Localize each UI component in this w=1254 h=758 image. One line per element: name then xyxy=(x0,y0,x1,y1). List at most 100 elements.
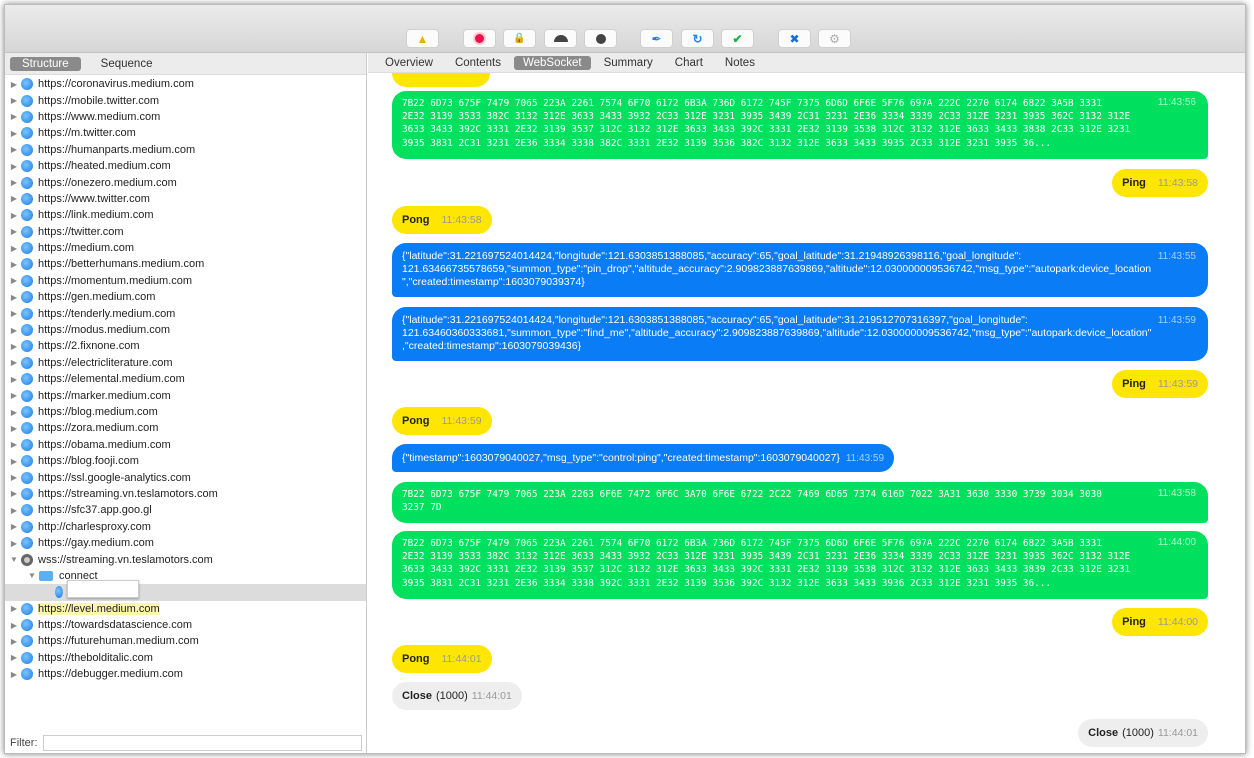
host-item[interactable]: ▶https://debugger.medium.com xyxy=(5,666,366,682)
host-item[interactable]: ▶https://blog.fooji.com xyxy=(5,453,366,469)
rename-field[interactable] xyxy=(67,580,139,599)
disclosure-triangle-icon[interactable]: ▶ xyxy=(10,243,18,253)
host-item[interactable]: ▶https://mobile.twitter.com xyxy=(5,92,366,108)
settings-button[interactable]: ⚙ xyxy=(818,29,851,48)
host-item[interactable]: ▶https://obama.medium.com xyxy=(5,437,366,453)
host-item[interactable]: ▶https://blog.medium.com xyxy=(5,404,366,420)
disclosure-triangle-icon[interactable]: ▶ xyxy=(10,276,18,286)
host-item[interactable]: ▶https://2.fixnone.com xyxy=(5,338,366,354)
disclosure-triangle-icon[interactable]: ▶ xyxy=(10,456,18,466)
disclosure-triangle-icon[interactable]: ▶ xyxy=(10,145,18,155)
host-item-highlighted[interactable]: ▶https://level.medium.com xyxy=(5,601,366,617)
host-item[interactable]: ▶https://coronavirus.medium.com xyxy=(5,76,366,92)
host-item[interactable]: ▶https://futurehuman.medium.com xyxy=(5,633,366,649)
host-item[interactable]: ▶https://www.medium.com xyxy=(5,109,366,125)
disclosure-triangle-icon[interactable]: ▶ xyxy=(10,669,18,679)
filter-input[interactable] xyxy=(42,735,362,751)
disclosure-triangle-icon[interactable]: ▶ xyxy=(10,341,18,351)
disclosure-triangle-icon[interactable]: ▶ xyxy=(10,473,18,483)
host-item[interactable]: ▶https://onezero.medium.com xyxy=(5,174,366,190)
host-item-wss[interactable]: ▼wss://streaming.vn.teslamotors.com xyxy=(5,551,366,567)
tab-contents[interactable]: Contents xyxy=(454,56,501,69)
validate-button[interactable]: ✔ xyxy=(721,29,754,48)
tools-button[interactable]: ✖ xyxy=(778,29,811,48)
disclosure-triangle-icon[interactable]: ▶ xyxy=(10,653,18,663)
host-item[interactable]: ▶https://humanparts.medium.com xyxy=(5,142,366,158)
host-item[interactable]: ▶https://zora.medium.com xyxy=(5,420,366,436)
disclosure-triangle-icon[interactable]: ▶ xyxy=(10,210,18,220)
host-item[interactable]: ▶https://ssl.google-analytics.com xyxy=(5,469,366,485)
message-binary-outgoing[interactable]: 7B22 6D73 675F 7479 7065 223A 2263 6F6E … xyxy=(392,482,1208,523)
host-item[interactable]: ▶https://twitter.com xyxy=(5,224,366,240)
message-close[interactable]: Close(1000)11:44:01 xyxy=(392,682,522,710)
disclosure-triangle-icon[interactable]: ▶ xyxy=(10,522,18,532)
disclosure-triangle-icon[interactable]: ▶ xyxy=(10,178,18,188)
disclosure-triangle-icon[interactable]: ▶ xyxy=(10,620,18,630)
tab-sequence[interactable]: Sequence xyxy=(100,57,153,70)
throttle-button[interactable] xyxy=(544,29,577,48)
disclosure-triangle-icon[interactable]: ▶ xyxy=(10,112,18,122)
host-item[interactable]: ▶https://towardsdatascience.com xyxy=(5,617,366,633)
host-item[interactable]: ▶https://m.twitter.com xyxy=(5,125,366,141)
selected-request-item[interactable] xyxy=(5,580,366,601)
message-binary-outgoing[interactable]: 7B22 6D73 675F 7479 7065 223A 2261 7574 … xyxy=(392,531,1208,599)
message-json-incoming[interactable]: 11:43:55{"latitude":31.221697524014424,"… xyxy=(392,243,1208,297)
host-item[interactable]: ▶https://link.medium.com xyxy=(5,207,366,223)
ssl-proxying-button[interactable]: 🔒 xyxy=(503,29,536,48)
message-json-incoming[interactable]: {"timestamp":1603079040027,"msg_type":"c… xyxy=(392,444,895,472)
message-binary-outgoing[interactable]: 7B22 6D73 675F 7479 7065 223A 2261 7574 … xyxy=(392,91,1208,159)
disclosure-triangle-icon[interactable]: ▶ xyxy=(10,505,18,515)
host-item[interactable]: ▶https://elemental.medium.com xyxy=(5,371,366,387)
disclosure-triangle-icon[interactable]: ▶ xyxy=(10,325,18,335)
disclosure-triangle-icon[interactable]: ▶ xyxy=(10,227,18,237)
disclosure-triangle-icon[interactable]: ▶ xyxy=(10,423,18,433)
disclosure-triangle-icon[interactable]: ▶ xyxy=(10,538,18,548)
clear-session-button[interactable]: ▲ xyxy=(406,29,439,48)
message-pong-partial[interactable] xyxy=(392,73,490,87)
host-item[interactable]: ▶https://gay.medium.com xyxy=(5,535,366,551)
disclosure-triangle-icon[interactable]: ▶ xyxy=(10,96,18,106)
host-item[interactable]: ▶https://tenderly.medium.com xyxy=(5,305,366,321)
tab-websocket[interactable]: WebSocket xyxy=(513,55,591,70)
host-item[interactable]: ▶https://modus.medium.com xyxy=(5,322,366,338)
message-json-incoming[interactable]: 11:43:59{"latitude":31.221697524014424,"… xyxy=(392,307,1208,361)
compose-button[interactable]: ✒ xyxy=(640,29,673,48)
disclosure-triangle-icon[interactable]: ▶ xyxy=(10,489,18,499)
host-item[interactable]: ▶https://momentum.medium.com xyxy=(5,273,366,289)
disclosure-triangle-icon[interactable]: ▶ xyxy=(10,440,18,450)
tab-summary[interactable]: Summary xyxy=(603,56,653,69)
host-item[interactable]: ▶https://medium.com xyxy=(5,240,366,256)
host-item[interactable]: ▶https://thebolditalic.com xyxy=(5,650,366,666)
disclosure-triangle-icon[interactable]: ▶ xyxy=(10,407,18,417)
disclosure-triangle-icon[interactable]: ▶ xyxy=(10,128,18,138)
host-item[interactable]: ▶https://gen.medium.com xyxy=(5,289,366,305)
disclosure-triangle-icon[interactable]: ▶ xyxy=(10,259,18,269)
message-close[interactable]: Close(1000)11:44:01 xyxy=(1078,719,1208,747)
host-item[interactable]: ▶https://sfc37.app.goo.gl xyxy=(5,502,366,518)
disclosure-open-icon[interactable]: ▼ xyxy=(10,555,18,565)
tab-structure[interactable]: Structure xyxy=(10,56,81,71)
disclosure-triangle-icon[interactable]: ▶ xyxy=(10,391,18,401)
disclosure-triangle-icon[interactable]: ▶ xyxy=(10,604,18,614)
disclosure-open-icon[interactable]: ▼ xyxy=(28,571,36,581)
host-item[interactable]: ▶http://charlesproxy.com xyxy=(5,519,366,535)
record-button[interactable] xyxy=(463,29,496,48)
disclosure-triangle-icon[interactable]: ▶ xyxy=(10,374,18,384)
disclosure-triangle-icon[interactable]: ▶ xyxy=(10,309,18,319)
host-item[interactable]: ▶https://marker.medium.com xyxy=(5,387,366,403)
repeat-button[interactable]: ↻ xyxy=(681,29,714,48)
disclosure-triangle-icon[interactable]: ▶ xyxy=(10,636,18,646)
tab-overview[interactable]: Overview xyxy=(385,56,433,69)
host-item[interactable]: ▶https://www.twitter.com xyxy=(5,191,366,207)
disclosure-triangle-icon[interactable]: ▶ xyxy=(10,161,18,171)
breakpoints-button[interactable] xyxy=(584,29,617,48)
disclosure-triangle-icon[interactable]: ▶ xyxy=(10,292,18,302)
tab-notes[interactable]: Notes xyxy=(724,56,755,69)
tab-chart[interactable]: Chart xyxy=(674,56,703,69)
